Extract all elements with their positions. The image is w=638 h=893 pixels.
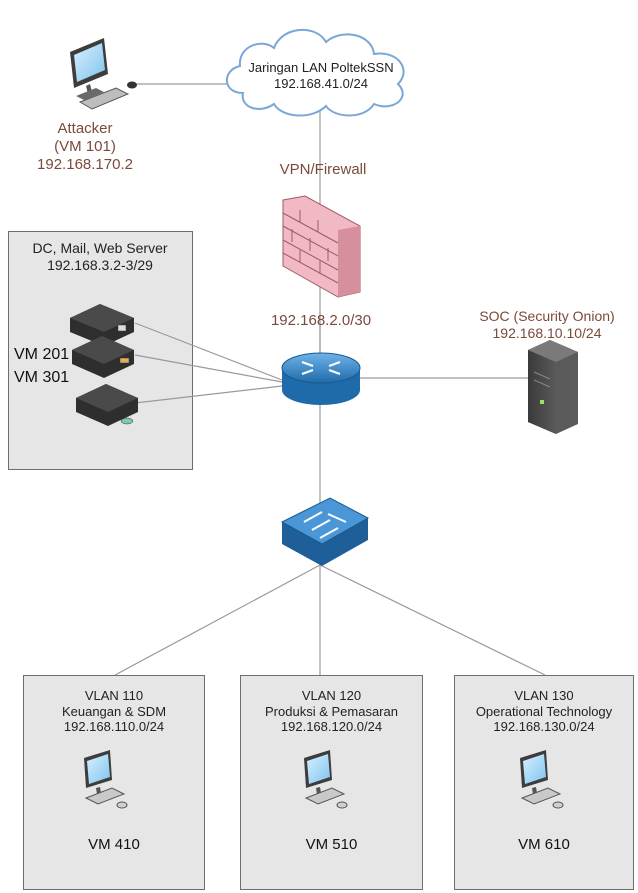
vlan-130-subnet: 192.168.130.0/24 bbox=[493, 719, 595, 735]
vm-610-label: VM 610 bbox=[518, 836, 570, 853]
vlan-130-name: VLAN 130 bbox=[514, 688, 574, 703]
vlan-110-subnet: 192.168.110.0/24 bbox=[63, 719, 165, 735]
cloud-subnet: 192.168.41.0/24 bbox=[274, 75, 368, 91]
firewall-label: VPN/Firewall bbox=[279, 161, 367, 178]
connection-lines bbox=[114, 83, 546, 676]
soc-name: SOC (Security Onion) bbox=[479, 308, 615, 324]
cloud-icon bbox=[225, 28, 405, 117]
line-server1-router bbox=[134, 322, 283, 381]
vlan-120-label: VLAN 120 Produksi & Pemasaran 192.168.12… bbox=[240, 688, 423, 735]
rack-server-2-icon bbox=[72, 336, 134, 378]
vlan-130-label: VLAN 130 Operational Technology 192.168.… bbox=[454, 688, 634, 735]
vlan-110-box bbox=[23, 675, 205, 890]
router-subnet-label: 192.168.2.0/30 bbox=[270, 312, 372, 329]
soc-server-icon bbox=[528, 340, 578, 434]
vlan-110-name: VLAN 110 bbox=[84, 688, 144, 703]
soc-label: SOC (Security Onion) 192.168.10.10/24 bbox=[462, 308, 632, 342]
attacker-pc-icon bbox=[70, 38, 137, 110]
vlan-120-box bbox=[240, 675, 423, 890]
server-group-title: DC, Mail, Web Server bbox=[32, 240, 168, 256]
attacker-label: Attacker (VM 101) 192.168.170.2 bbox=[20, 120, 150, 174]
vlan-120-subnet: 192.168.120.0/24 bbox=[280, 719, 383, 735]
rack-server-1-icon bbox=[70, 304, 134, 346]
rack-server-3-icon bbox=[76, 384, 138, 426]
line-server3-router bbox=[134, 385, 283, 404]
vlan-130-box bbox=[454, 675, 634, 890]
vlan-110-label: VLAN 110 Keuangan & SDM 192.168.110.0/24 bbox=[23, 688, 205, 735]
attacker-vm: (VM 101) bbox=[54, 138, 116, 155]
vm-301-label: VM 301 bbox=[14, 369, 70, 386]
line-switch-vlan110 bbox=[114, 564, 321, 676]
attacker-ip: 192.168.170.2 bbox=[37, 156, 133, 173]
switch-icon bbox=[280, 497, 370, 566]
vm-201-label: VM 201 bbox=[14, 346, 70, 363]
cloud-label: Jaringan LAN PoltekSSN 192.168.41.0/24 bbox=[228, 60, 414, 91]
firewall-icon bbox=[282, 195, 361, 298]
vlan-110-dept: Keuangan & SDM bbox=[61, 703, 167, 719]
vlan-120-pc-icon bbox=[304, 750, 348, 809]
soc-ip: 192.168.10.10/24 bbox=[492, 324, 602, 341]
vm-410-label: VM 410 bbox=[88, 836, 140, 853]
router-icon bbox=[281, 352, 361, 405]
server-group-label: DC, Mail, Web Server 192.168.3.2-3/29 bbox=[10, 240, 190, 274]
vlan-130-pc-icon bbox=[520, 750, 564, 809]
vm-510-label: VM 510 bbox=[305, 836, 358, 853]
vlan-120-name: VLAN 120 bbox=[301, 688, 362, 703]
line-switch-vlan130 bbox=[319, 564, 546, 676]
server-group-subnet: 192.168.3.2-3/29 bbox=[47, 256, 153, 273]
vlan-110-pc-icon bbox=[84, 750, 128, 809]
vlan-130-dept: Operational Technology bbox=[475, 703, 613, 719]
attacker-name: Attacker bbox=[57, 120, 113, 137]
cloud-name: Jaringan LAN PoltekSSN bbox=[248, 60, 394, 75]
line-server2-router bbox=[134, 354, 283, 383]
vlan-120-dept: Produksi & Pemasaran bbox=[265, 703, 398, 719]
